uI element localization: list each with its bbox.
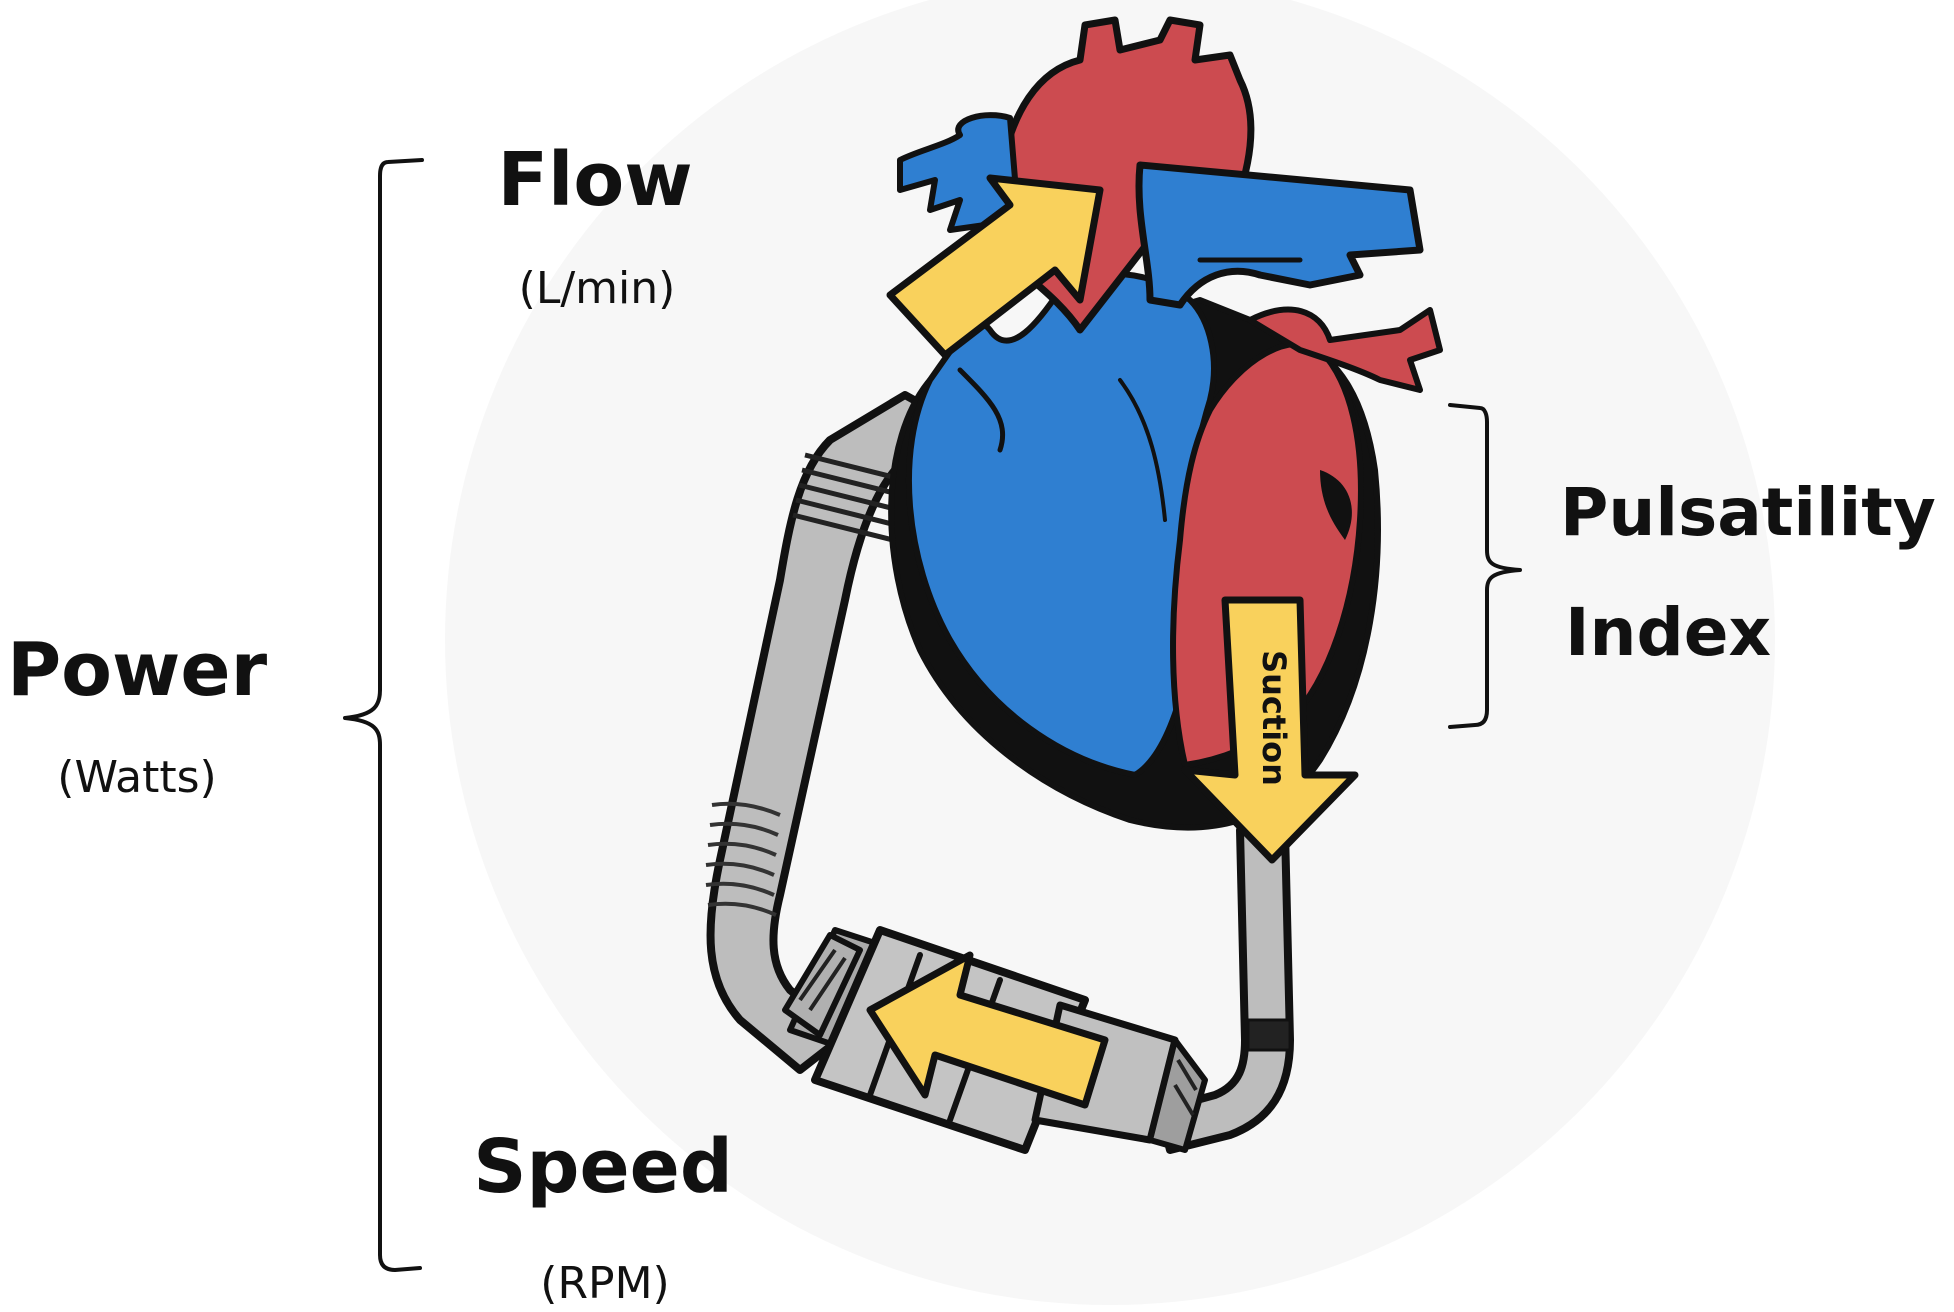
speed-title: Speed <box>473 1124 733 1210</box>
speed-unit: (RPM) <box>540 1258 669 1309</box>
pulsatility-line1: Pulsatility <box>1560 474 1936 551</box>
flow-unit: (L/min) <box>519 263 676 314</box>
suction-label: Suction <box>1255 650 1293 786</box>
pulsatility-line2: Index <box>1565 594 1771 671</box>
power-bracket <box>345 160 422 1270</box>
flow-title: Flow <box>497 137 692 223</box>
power-unit: (Watts) <box>57 752 216 803</box>
power-title: Power <box>7 627 268 713</box>
